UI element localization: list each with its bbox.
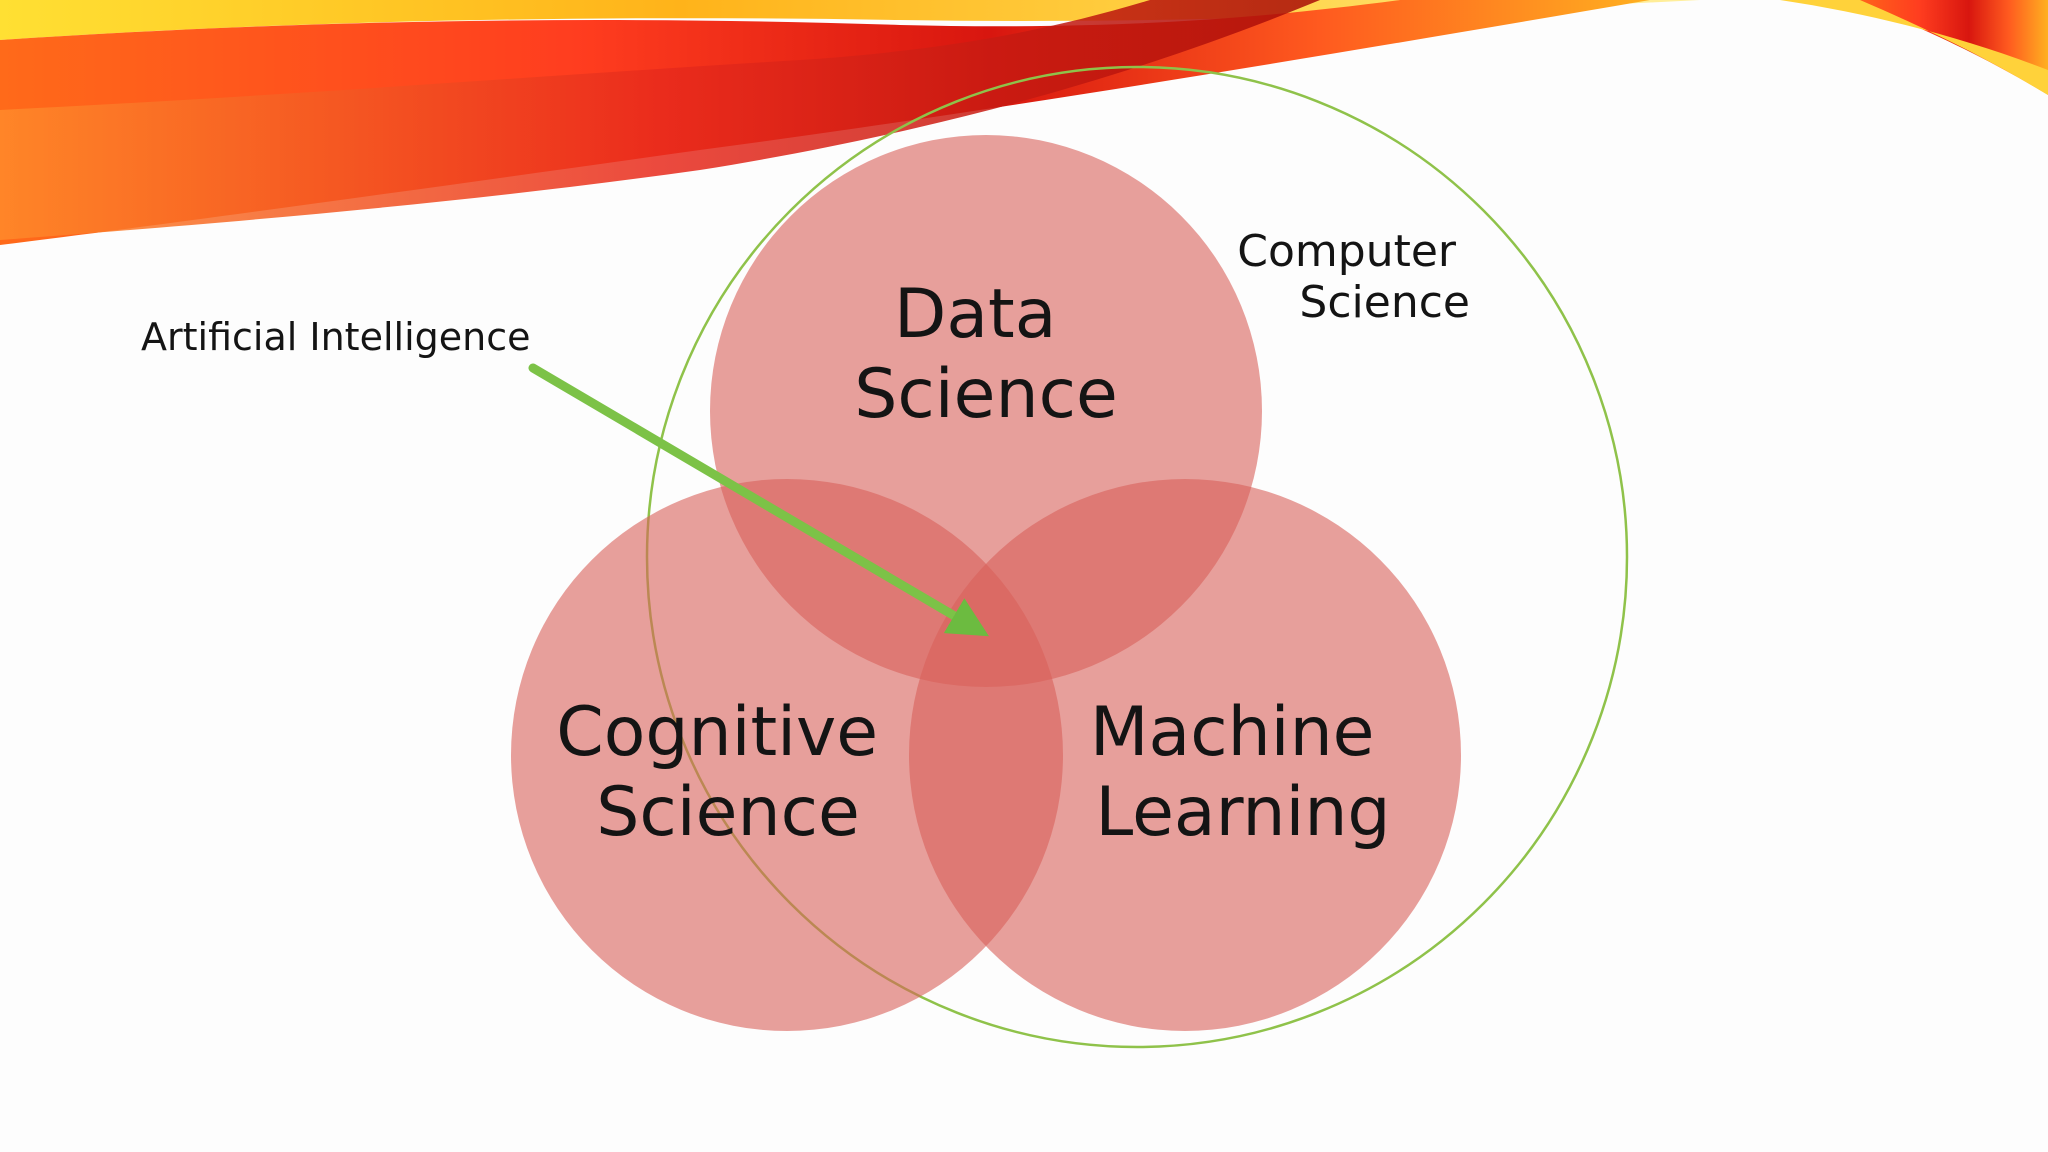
decorative-ribbon: [0, 0, 2048, 245]
cognitive-science-circle: [511, 479, 1063, 1031]
ribbon-band-red: [0, 0, 1320, 240]
data-science-label-line2: Science: [854, 355, 1118, 434]
machine-learning-circle: [909, 479, 1461, 1031]
machine-learning-label-line2: Learning: [1095, 773, 1390, 852]
computer-science-label-line1: Computer: [1237, 226, 1457, 277]
cognitive-science-label-line1: Cognitive: [556, 693, 878, 772]
cognitive-science-label-line2: Science: [596, 773, 860, 852]
ribbon-band-right: [1850, 0, 2048, 95]
computer-science-label: Computer Science: [1237, 226, 1470, 328]
computer-science-label-line2: Science: [1299, 277, 1470, 328]
cognitive-science-label: Cognitive Science: [556, 693, 900, 852]
machine-learning-label: Machine Learning: [1090, 693, 1396, 852]
data-science-label: Data Science: [854, 275, 1118, 434]
artificial-intelligence-label: Artificial Intelligence: [141, 315, 530, 359]
ai-arrow: [528, 363, 989, 637]
machine-learning-label-line1: Machine: [1090, 693, 1375, 772]
data-science-label-line1: Data: [894, 275, 1056, 354]
